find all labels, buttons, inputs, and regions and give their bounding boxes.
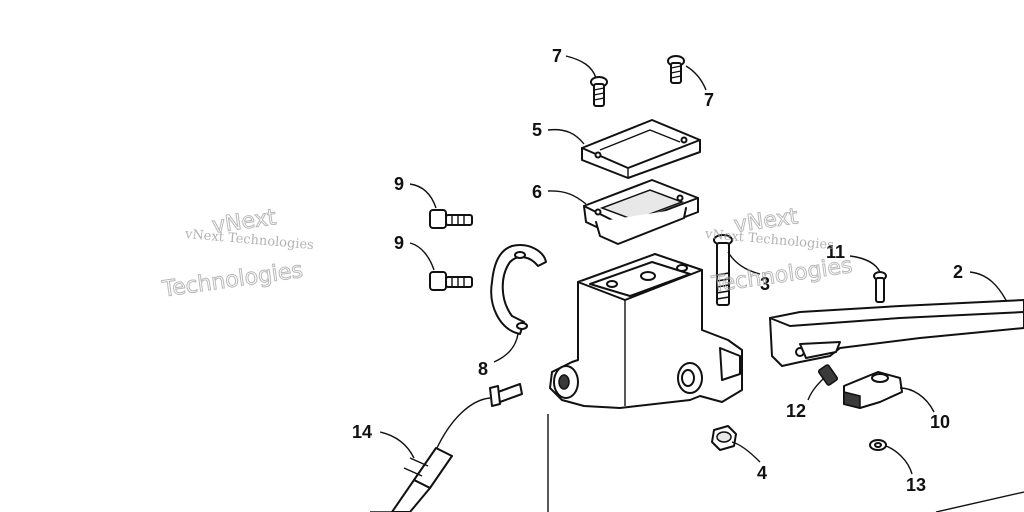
hose-14 [370, 383, 523, 512]
callout-5: 5 [532, 120, 542, 140]
leader-2 [969, 271, 1007, 301]
callout-2: 2 [953, 262, 963, 282]
frame-line [935, 491, 1024, 512]
callout-7-right: 7 [704, 90, 714, 110]
callout-8: 8 [478, 359, 488, 379]
leader-8 [493, 333, 519, 363]
leader-4 [731, 441, 761, 463]
callout-9-lower: 9 [394, 233, 404, 253]
callout-14: 14 [352, 422, 372, 442]
screw-7-right [667, 55, 685, 84]
callout-9-upper: 9 [394, 174, 404, 194]
leader-12 [807, 377, 825, 401]
leader-9b [409, 242, 435, 271]
leader-9a [409, 183, 437, 209]
callout-13: 13 [906, 475, 926, 495]
callout-4: 4 [757, 463, 767, 483]
watermark-right-line2: Technologies [710, 253, 854, 298]
leader-3 [727, 251, 761, 275]
spring-12 [817, 364, 839, 386]
leader-6 [547, 190, 587, 205]
diaphragm-6 [583, 179, 699, 245]
callout-10: 10 [930, 412, 950, 432]
reservoir-cap-5 [581, 119, 701, 179]
leader-11 [849, 255, 881, 273]
leader-7a [565, 55, 597, 79]
lever-2 [769, 299, 1024, 367]
leader-14 [379, 431, 415, 459]
adjuster-10 [843, 371, 903, 409]
master-cylinder-body [547, 253, 743, 512]
leader-5 [547, 128, 585, 145]
watermark-left-line2: Technologies [160, 258, 304, 303]
callout-11: 11 [826, 242, 845, 262]
bolt-9-lower [429, 271, 473, 291]
callout-12: 12 [786, 401, 806, 421]
screw-7-left [590, 76, 608, 107]
leader-10 [899, 387, 935, 413]
nut-4 [711, 425, 737, 451]
bolt-3 [713, 234, 733, 306]
callout-7-left: 7 [552, 46, 562, 66]
callout-6: 6 [532, 182, 542, 202]
leader-13 [885, 445, 913, 475]
watermark-left: vNext Technologies [159, 205, 304, 303]
clamp-8 [490, 244, 547, 335]
pin-11 [873, 271, 887, 303]
washer-13 [869, 439, 887, 451]
bolt-9-upper [429, 209, 473, 229]
leader-7b [685, 65, 707, 91]
callout-3: 3 [760, 274, 770, 294]
